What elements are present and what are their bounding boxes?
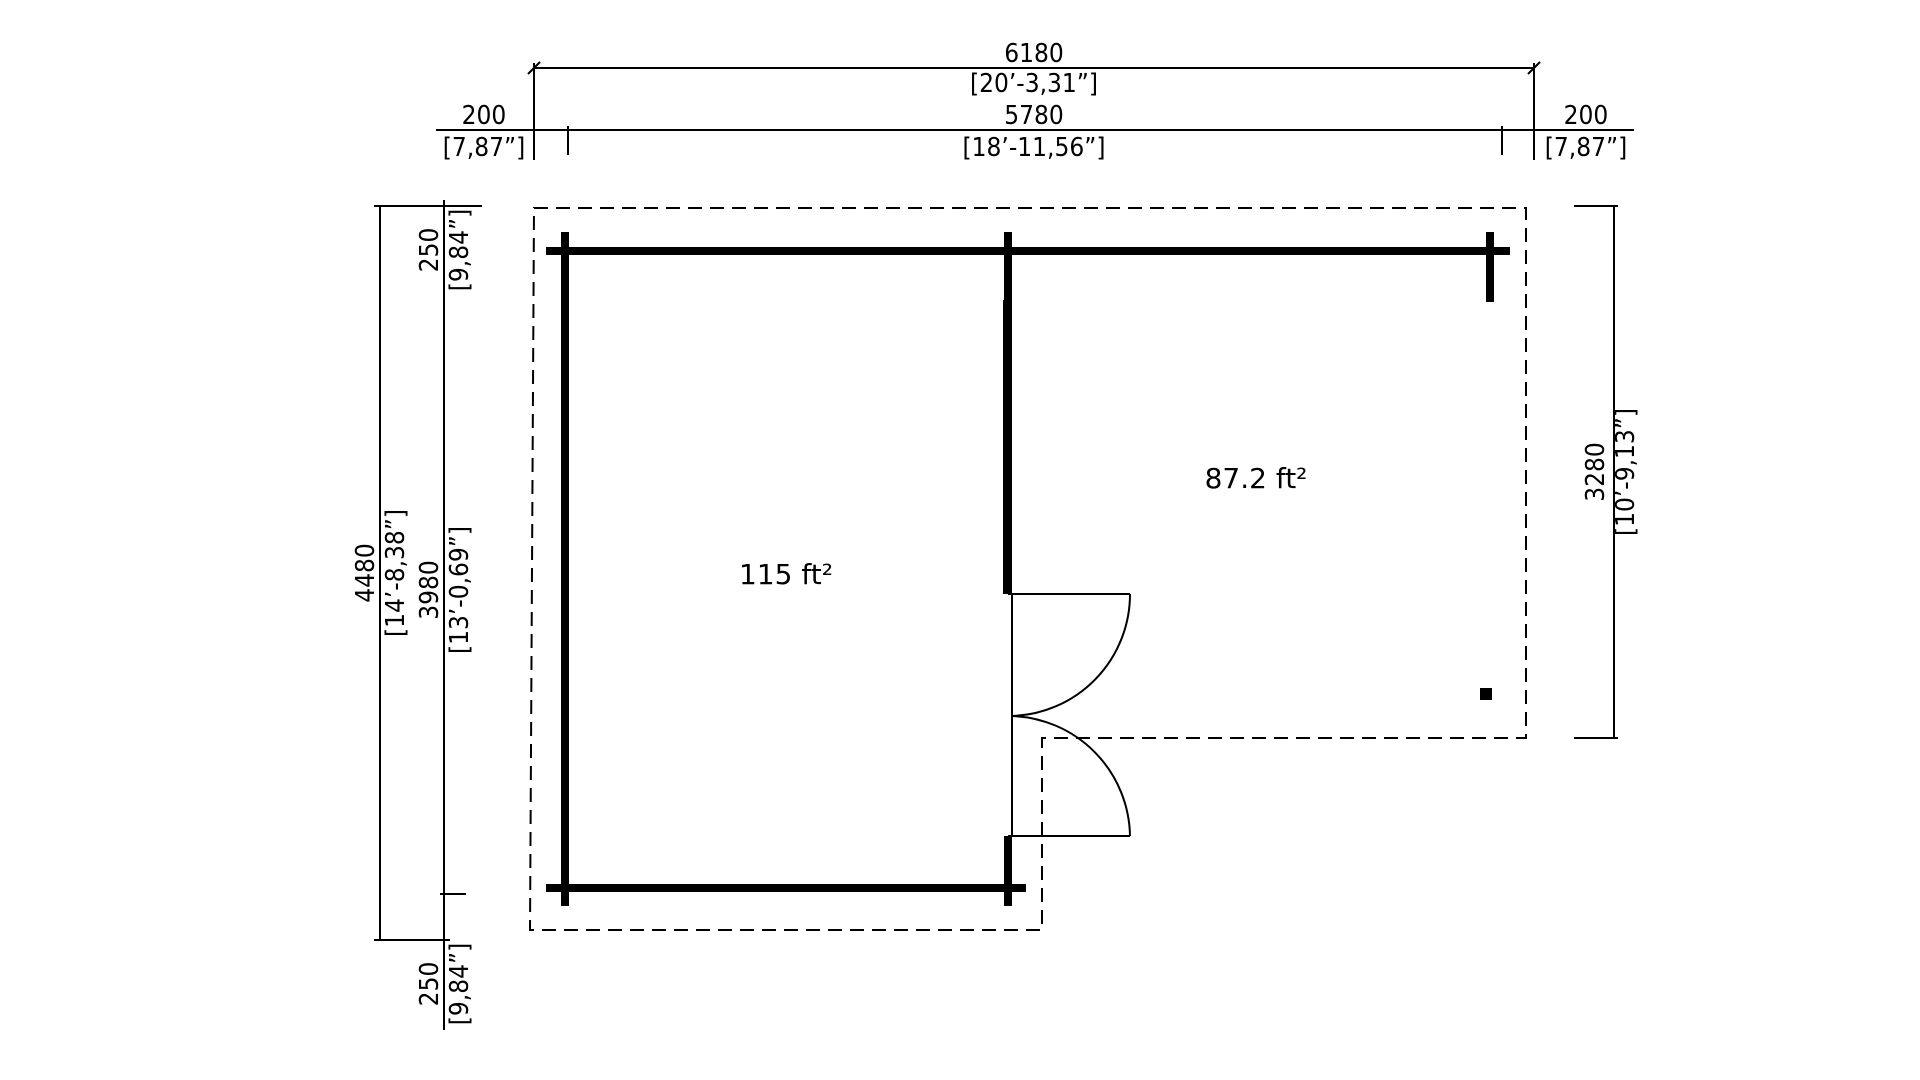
top-inner-mm: 5780 [1004,101,1064,131]
left-bottom-overhang-mm: 250 [415,962,445,1007]
left-dimension-overall: 4480 [14’-8,38”] [351,205,482,941]
right-height-mm: 3280 [1581,442,1611,502]
left-room-area: 115 ft² [739,558,833,591]
right-room-area: 87.2 ft² [1205,462,1308,495]
left-dimension-inner: 3980 [13’-0,69”] 250 [9,84”] 250 [9,84”] [415,200,475,1030]
roof-outline [528,207,1527,931]
top-dimension-overall: 6180 [20’-3,31”] [527,39,1541,160]
left-inner-mm: 3980 [415,560,445,620]
top-overall-imperial: [20’-3,31”] [970,69,1098,99]
left-top-overhang-mm: 250 [415,228,445,273]
top-dimension-inner: 5780 [18’-11,56”] 200 [7,87”] 200 [7,87”… [436,101,1634,163]
top-right-overhang-imperial: [7,87”] [1545,133,1627,163]
top-overall-mm: 6180 [1004,39,1064,69]
right-height-imperial: [10’-9,13”] [1611,408,1641,536]
walls [546,232,1510,906]
left-overall-mm: 4480 [351,543,381,603]
left-bottom-overhang-imperial: [9,84”] [445,943,475,1025]
top-right-overhang-mm: 200 [1564,101,1609,131]
left-top-overhang-imperial: [9,84”] [445,209,475,291]
top-left-overhang-mm: 200 [462,101,507,131]
left-overall-imperial: [14’-8,38”] [381,509,411,637]
top-left-overhang-imperial: [7,87”] [443,133,525,163]
top-inner-imperial: [18’-11,56”] [963,133,1106,163]
double-door [1003,300,1131,837]
right-dimension-height: 3280 [10’-9,13”] [1574,205,1641,739]
left-inner-imperial: [13’-0,69”] [445,526,475,654]
corner-post [1480,688,1492,700]
